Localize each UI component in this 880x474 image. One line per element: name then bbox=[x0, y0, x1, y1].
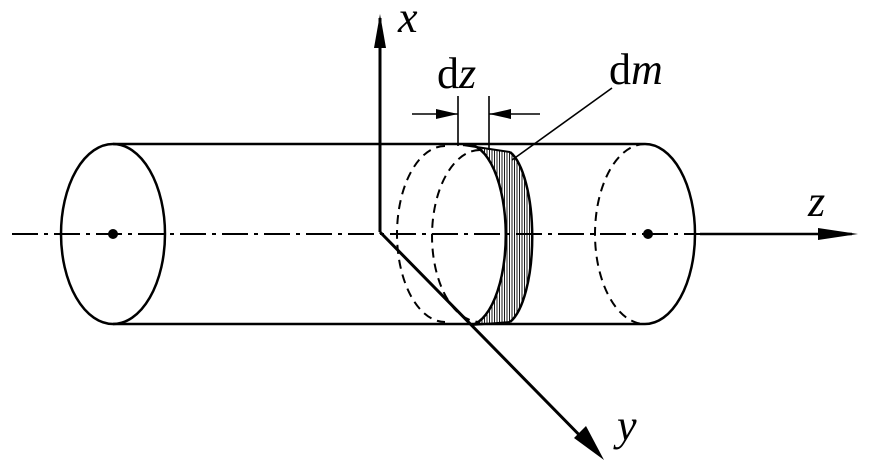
z-axis-arrowhead bbox=[818, 228, 858, 240]
dz-arrowhead-right bbox=[489, 109, 511, 119]
dm-label-var: m bbox=[631, 45, 663, 94]
slice-top-edge bbox=[462, 144, 511, 153]
cylinder-right-end-hidden bbox=[594, 143, 646, 325]
dm-label: dm bbox=[609, 45, 663, 94]
x-axis-label: x bbox=[397, 0, 418, 42]
dz-label-var: z bbox=[458, 49, 476, 98]
z-axis-label: z bbox=[807, 177, 825, 226]
slice-back-face bbox=[509, 151, 534, 323]
left-center-point bbox=[108, 229, 118, 239]
dz-label-d: d bbox=[437, 49, 459, 98]
slice-front-face bbox=[462, 143, 507, 327]
slice-bottom-edge bbox=[471, 321, 511, 326]
x-axis-arrowhead bbox=[374, 14, 386, 48]
right-center-point bbox=[643, 229, 653, 239]
dz-arrowhead-left bbox=[436, 109, 458, 119]
y-axis-label: y bbox=[613, 401, 637, 450]
y-axis-arrow bbox=[378, 230, 598, 454]
dz-label: dz bbox=[437, 49, 476, 98]
coordinate-axes bbox=[374, 14, 858, 460]
dm-leader-line bbox=[511, 87, 613, 161]
dm-label-d: d bbox=[609, 45, 631, 94]
slice-back-face-hidden-right bbox=[431, 149, 481, 323]
y-axis-arrowhead bbox=[574, 426, 604, 460]
dz-dimension bbox=[412, 96, 540, 150]
